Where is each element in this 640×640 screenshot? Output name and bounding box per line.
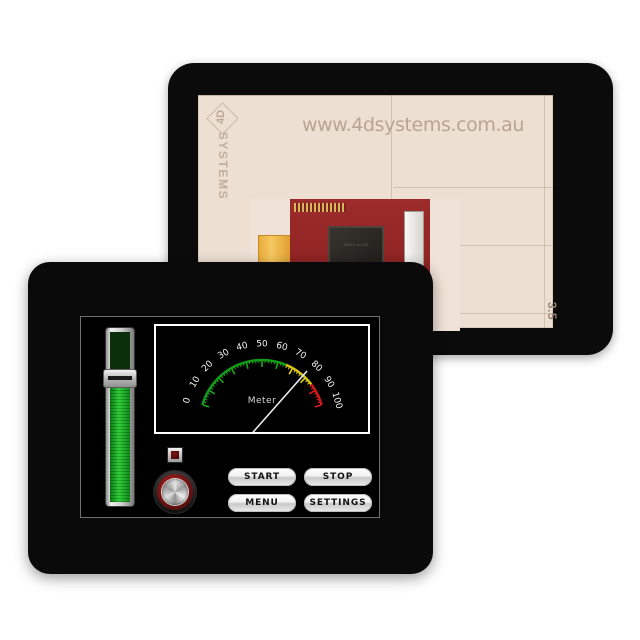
- meter-tick-label: 50: [256, 340, 268, 350]
- meter-tick-label: 20: [200, 359, 215, 374]
- settings-button[interactable]: SETTINGS: [304, 494, 372, 512]
- start-button[interactable]: START: [228, 468, 296, 486]
- panel-seam: [393, 245, 553, 246]
- panel-seam: [544, 95, 545, 328]
- slider-track[interactable]: [110, 332, 130, 502]
- led-indicator[interactable]: [168, 448, 182, 462]
- panel-seam: [393, 313, 553, 314]
- meter-tick-label: 0: [182, 396, 193, 405]
- slider-fill: [110, 379, 130, 502]
- chip-marking-line-1: 4DGL-uLCD: [343, 242, 369, 247]
- meter-tick-label: 100: [329, 391, 343, 411]
- meter-tick-label: 70: [293, 347, 308, 361]
- panel-seam: [198, 95, 553, 96]
- meter-tick-label: 40: [235, 341, 249, 354]
- panel-seam: [393, 187, 553, 188]
- slider-thumb-grip: [108, 375, 132, 380]
- slider-thumb[interactable]: [104, 369, 136, 387]
- meter-caption-label: Meter: [247, 396, 277, 406]
- website-url-text: www.4dsystems.com.au: [302, 114, 524, 136]
- meter-needle: [252, 370, 308, 432]
- led-lens: [171, 451, 179, 459]
- knob-face: [162, 479, 188, 505]
- menu-button[interactable]: MENU: [228, 494, 296, 512]
- meter-tick-label: 80: [309, 359, 324, 374]
- solder-pads: [294, 203, 346, 212]
- brand-name-label: SYSTEMS: [216, 131, 230, 201]
- meter-tick-label: 10: [188, 375, 203, 390]
- meter-tick-label: 60: [275, 341, 289, 354]
- stop-button[interactable]: STOP: [304, 468, 372, 486]
- meter-tick-label: 90: [321, 375, 336, 390]
- rotary-knob[interactable]: [154, 471, 196, 513]
- screen-size-marking: 3.5: [545, 301, 559, 320]
- brand-logo: 4D SYSTEMS: [202, 102, 242, 233]
- vertical-slider[interactable]: [104, 328, 136, 506]
- meter-tick-label: 30: [216, 347, 231, 361]
